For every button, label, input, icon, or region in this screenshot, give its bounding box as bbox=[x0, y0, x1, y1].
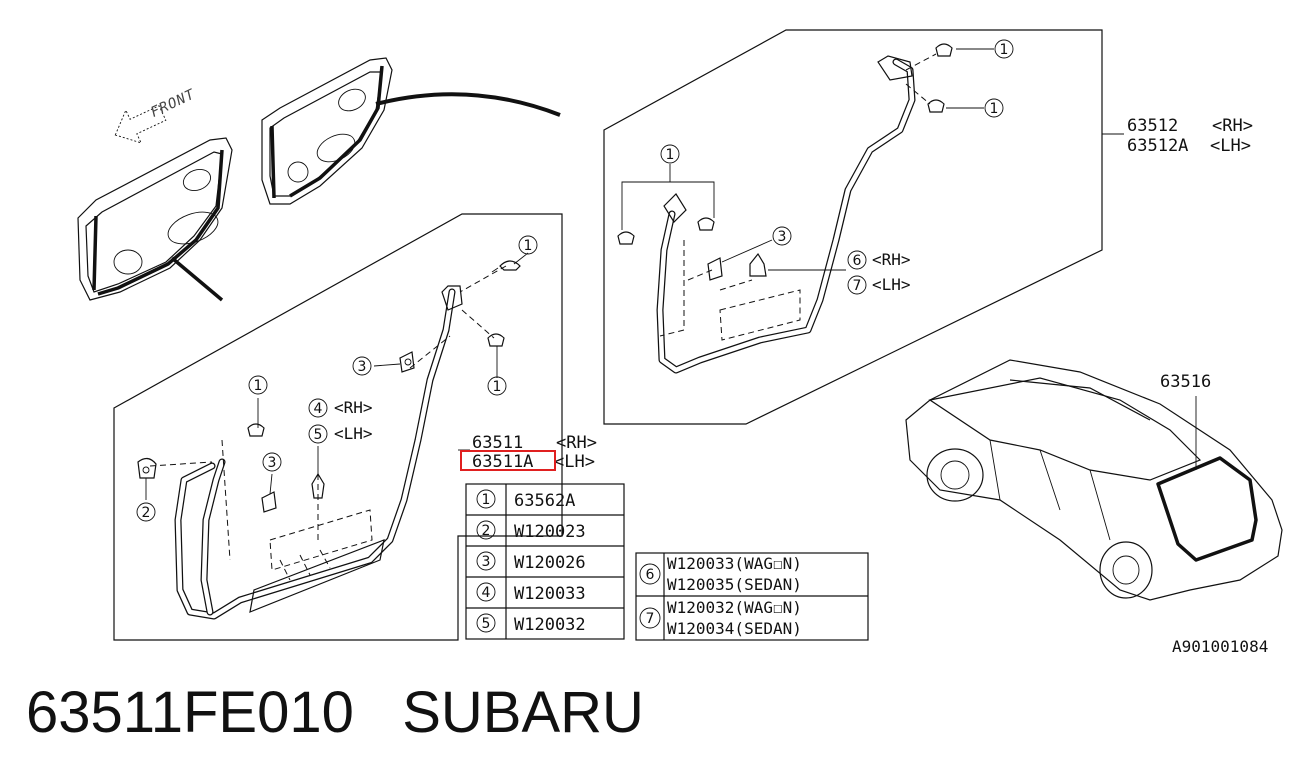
parts-table-2: 6 W120033(WAG☐N) W120035(SEDAN) 7 W12003… bbox=[635, 552, 869, 641]
front-part-label: 63511 <RH> 63511A <LH> bbox=[460, 433, 597, 472]
clip-icon bbox=[749, 252, 767, 277]
rear-rh-side: <RH> bbox=[1212, 116, 1253, 136]
table-row: 3 W120026 bbox=[476, 551, 586, 573]
clip-5-side-label: <LH> bbox=[334, 424, 373, 443]
svg-text:6: 6 bbox=[646, 567, 655, 583]
svg-text:7: 7 bbox=[646, 611, 655, 627]
svg-text:2: 2 bbox=[482, 523, 491, 539]
clip-4-side-label: <RH> bbox=[334, 398, 373, 417]
table-row: 6 W120033(WAG☐N) W120035(SEDAN) bbox=[639, 554, 802, 594]
svg-text:3: 3 bbox=[268, 455, 277, 471]
part-code: W120023 bbox=[514, 522, 586, 542]
rear-door-weatherstrip-panel: 1 1 1 3 6 7 <RH> <LH> bbox=[603, 29, 1124, 425]
svg-text:7: 7 bbox=[853, 278, 862, 294]
rear-part-label: 63512 <RH> 63512A <LH> bbox=[1127, 116, 1253, 156]
svg-text:3: 3 bbox=[778, 229, 787, 245]
callout-6: 6 bbox=[847, 250, 867, 270]
front-rh-side: <RH> bbox=[556, 433, 597, 453]
svg-text:4: 4 bbox=[314, 401, 323, 417]
clip-icon bbox=[399, 351, 415, 373]
part-code: W120035(SEDAN) bbox=[667, 575, 802, 594]
svg-text:6: 6 bbox=[853, 253, 862, 269]
clip-icon bbox=[261, 491, 277, 513]
part-code: W120034(SEDAN) bbox=[667, 619, 802, 638]
clip-icon bbox=[491, 260, 521, 273]
table-row: 7 W120032(WAG☐N) W120034(SEDAN) bbox=[639, 598, 802, 638]
svg-text:1: 1 bbox=[254, 378, 263, 394]
parts-table: 1 63562A 2 W120023 3 W120026 4 W120033 5… bbox=[465, 483, 625, 640]
front-arrow-icon: FRONT bbox=[114, 86, 198, 144]
front-door-weatherstrip-panel: 1 1 1 2 3 3 4 5 <RH> <LH> bbox=[113, 213, 563, 641]
rear-rh-part-number: 63512 bbox=[1127, 116, 1178, 136]
callout-1: 1 bbox=[248, 375, 268, 395]
svg-text:5: 5 bbox=[482, 616, 491, 632]
part-code: W120032(WAG☐N) bbox=[667, 598, 802, 617]
front-lh-part-number: 63511A bbox=[472, 452, 533, 472]
front-panel-frame bbox=[113, 213, 563, 641]
callout-3: 3 bbox=[772, 226, 792, 246]
clip-icon bbox=[935, 43, 953, 57]
callout-1: 1 bbox=[994, 39, 1014, 59]
svg-text:3: 3 bbox=[482, 554, 491, 570]
callout-1: 1 bbox=[487, 376, 507, 396]
door-overview-illustration: FRONT bbox=[77, 57, 561, 302]
car-illustration bbox=[905, 359, 1283, 601]
callout-1: 1 bbox=[660, 144, 680, 164]
table-row: 4 W120033 bbox=[476, 582, 586, 604]
front-rh-part-number: 63511 bbox=[472, 433, 523, 453]
svg-text:1: 1 bbox=[990, 101, 999, 117]
clip-icon bbox=[311, 472, 325, 499]
callout-4: 4 bbox=[308, 398, 328, 418]
clip-icon bbox=[927, 99, 945, 113]
svg-text:1: 1 bbox=[524, 238, 533, 254]
svg-text:3: 3 bbox=[358, 359, 367, 375]
part-number: 63511FE010 bbox=[26, 680, 354, 745]
part-code: W120033(WAG☐N) bbox=[667, 554, 802, 573]
hatch-part-number: 63516 bbox=[1160, 372, 1211, 392]
svg-text:2: 2 bbox=[142, 505, 151, 521]
clip-icon bbox=[617, 231, 635, 245]
highlight-box bbox=[460, 450, 556, 471]
callout-7: 7 bbox=[847, 275, 867, 295]
table-row: 1 63562A bbox=[476, 489, 575, 511]
svg-text:4: 4 bbox=[482, 585, 491, 601]
callout-5: 5 bbox=[308, 424, 328, 444]
front-label: FRONT bbox=[148, 86, 198, 121]
front-lh-side: <LH> bbox=[554, 452, 595, 472]
clip-7-side-label: <LH> bbox=[872, 275, 911, 294]
svg-text:1: 1 bbox=[1000, 42, 1009, 58]
part-code: W120033 bbox=[514, 584, 586, 604]
rear-panel-frame bbox=[603, 29, 1103, 425]
part-code: W120032 bbox=[514, 615, 586, 635]
callout-2: 2 bbox=[136, 502, 156, 522]
clip-icon bbox=[487, 333, 505, 347]
clip-icon bbox=[697, 217, 715, 231]
clip-icon bbox=[707, 257, 723, 281]
part-code: W120026 bbox=[514, 553, 586, 573]
svg-text:1: 1 bbox=[482, 492, 491, 508]
svg-text:1: 1 bbox=[666, 147, 675, 163]
diagram-code: A901001084 bbox=[1172, 637, 1268, 656]
callout-1: 1 bbox=[518, 235, 538, 255]
callout-1: 1 bbox=[984, 98, 1004, 118]
rear-lh-side: <LH> bbox=[1210, 136, 1251, 156]
callout-3: 3 bbox=[262, 452, 282, 472]
clip-6-side-label: <RH> bbox=[872, 250, 911, 269]
clip-icon bbox=[137, 457, 157, 479]
table-row: 2 W120023 bbox=[476, 520, 586, 542]
table-row: 5 W120032 bbox=[476, 613, 586, 635]
part-code: 63562A bbox=[514, 491, 575, 511]
rear-lh-part-number: 63512A bbox=[1127, 136, 1188, 156]
callout-3: 3 bbox=[352, 356, 372, 376]
svg-text:5: 5 bbox=[314, 427, 323, 443]
part-title: 63511FE010 SUBARU bbox=[26, 684, 644, 742]
clip-icon bbox=[247, 423, 265, 437]
brand-name: SUBARU bbox=[402, 680, 644, 745]
svg-text:1: 1 bbox=[493, 379, 502, 395]
